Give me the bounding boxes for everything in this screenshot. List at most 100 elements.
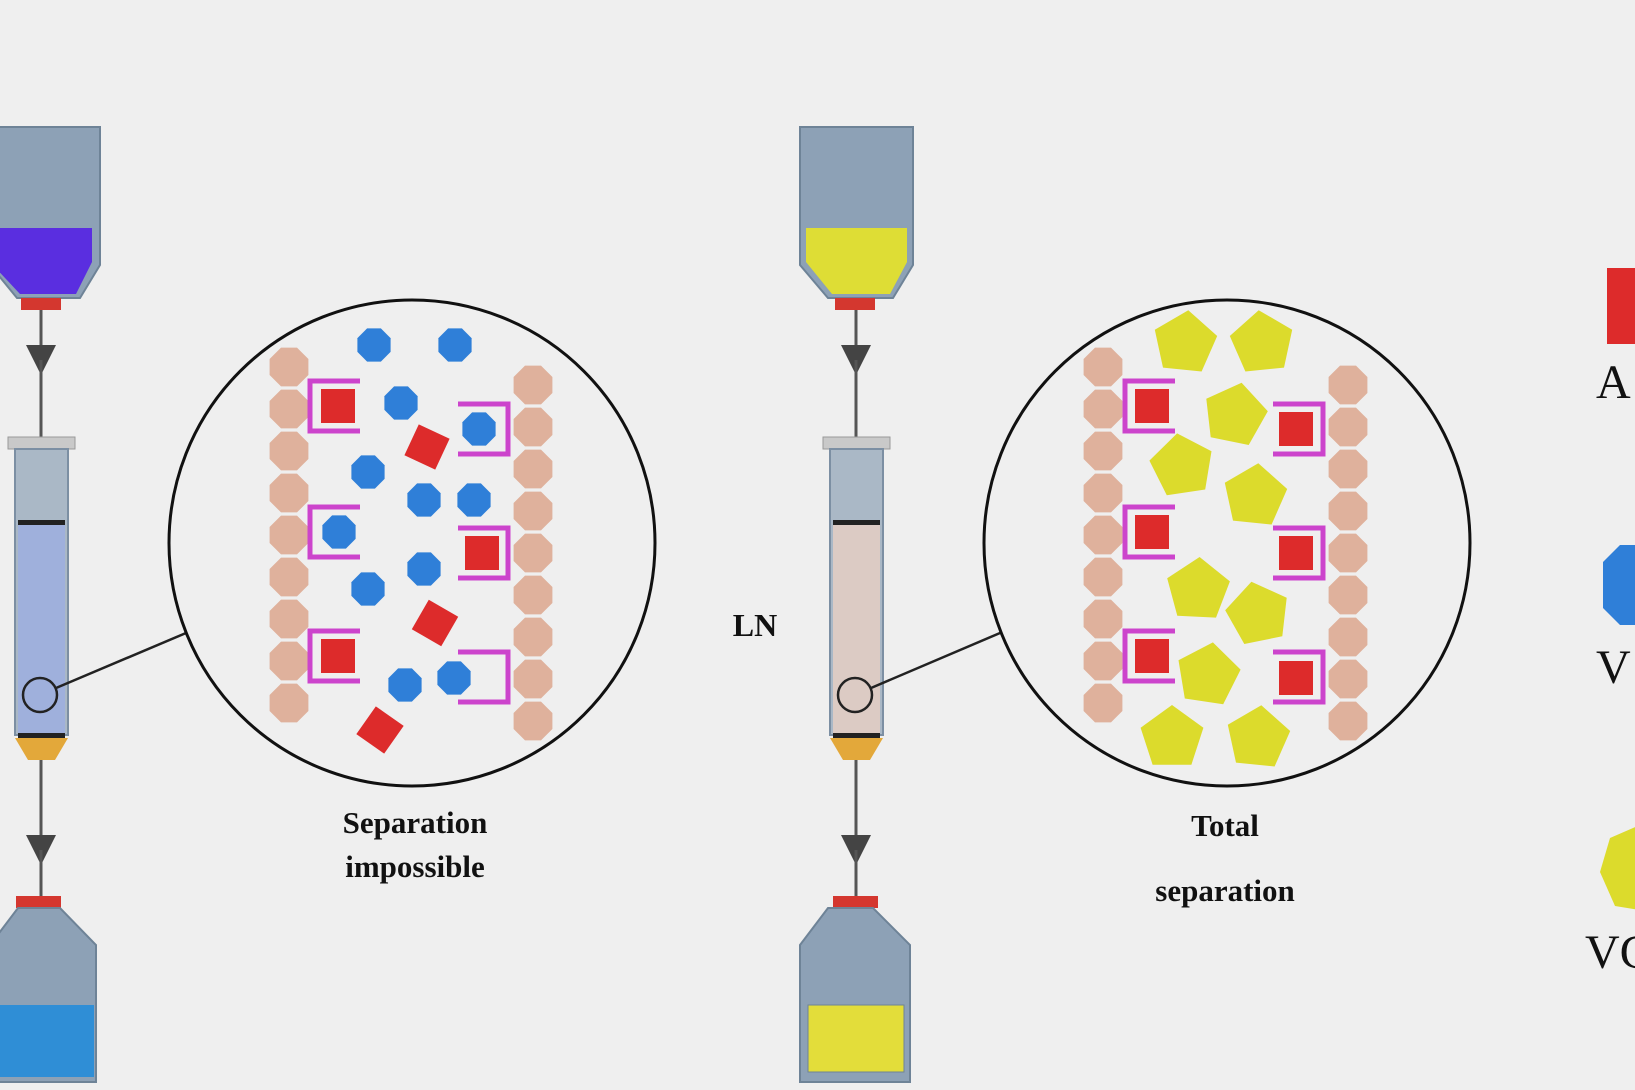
interferent-octagon [437,661,471,695]
interferent-pentagon [1227,705,1291,767]
sorbent-bead [513,533,553,573]
interferent-octagon [462,412,496,446]
interferent-octagon [351,455,385,489]
interferent-octagon [407,483,441,517]
sorbent-bead [269,473,309,513]
red-square-icon [1607,268,1635,344]
sorbent-bead [1083,683,1123,723]
legend-icons [1600,268,1635,910]
sorbent-bead [513,575,553,615]
sorbent-bead [513,659,553,699]
right-bottle-cap [835,298,875,310]
blue-octagon-icon [1603,545,1635,625]
right-eluate-bottle [799,896,911,1083]
left-zoom-connector [55,631,187,690]
sorbent-bead [1328,617,1368,657]
yellow-pentagon-icon [1600,827,1635,910]
sorbent-bead [1083,515,1123,555]
sorbent-bead [1328,365,1368,405]
sorbent-bead [513,407,553,447]
sorbent-bead [269,515,309,555]
right-spe-column [822,436,891,760]
left-cartridge-setup [0,126,657,1083]
right-particles [1122,310,1326,767]
interferent-pentagon [1178,642,1241,705]
sorbent-bead [269,431,309,471]
sorbent-bead [269,599,309,639]
interferent-octagon [407,552,441,586]
right-sample-liquid [806,228,907,294]
analyte-square [1279,412,1313,446]
sorbent-bead [269,683,309,723]
left-spe-column [7,436,76,760]
left-zoom-circle [167,298,657,788]
interferent-pentagon [1206,382,1268,445]
sorbent-bead [513,449,553,489]
right-zoom-origin [836,676,874,714]
interferent-pentagon [1229,310,1293,372]
sorbent-bead [1083,557,1123,597]
sorbent-bead [1083,641,1123,681]
sorbent-bead [1083,389,1123,429]
analyte-square [404,424,450,470]
analyte-square [321,389,355,423]
sorbent-bead [1328,449,1368,489]
left-eluate-bottle [0,896,97,1083]
interferent-pentagon [1225,581,1287,644]
right-zoom-circle [982,298,1472,788]
interferent-octagon [351,572,385,606]
legend-label-v: V [1596,641,1631,694]
receptor-site [1122,504,1175,560]
sorbent-bead [269,389,309,429]
receptor-site [1273,649,1326,705]
interferent-octagon [384,386,418,420]
left-zoom-origin [21,676,59,714]
analyte-square [1135,639,1169,673]
sorbent-bead [269,347,309,387]
sorbent-bead [1328,491,1368,531]
analyte-square [411,599,459,647]
receptor-site [307,378,360,434]
sorbent-bead [1328,407,1368,447]
right-sample-bottle [799,126,914,310]
legend-label-vc: VC [1585,926,1635,979]
receptor-site [458,525,511,581]
sorbent-bead [513,617,553,657]
column-label: LN [732,607,778,643]
right-sorbent-beads [1083,347,1368,741]
sorbent-bead [269,641,309,681]
analyte-square [1279,661,1313,695]
right-zoom-connector [870,631,1001,690]
sorbent-bead [269,557,309,597]
left-eluate-liquid [0,1005,94,1077]
right-cartridge-setup [799,126,1472,1083]
left-column-frit [15,738,68,760]
interferent-octagon [438,328,472,362]
receptor-site [1273,525,1326,581]
left-caption-line1: Separation [342,805,488,840]
sorbent-bead [1328,533,1368,573]
receptor-site [307,504,360,560]
receptor-site [458,649,511,705]
right-caption-line1: Total [1191,808,1259,843]
legend-label-a: A [1596,356,1631,409]
left-particles [307,328,511,754]
right-eluate-liquid [807,1004,905,1073]
analyte-square [356,706,404,754]
analyte-square [1135,389,1169,423]
sorbent-bead [513,491,553,531]
sorbent-bead [1083,599,1123,639]
receptor-site [1122,378,1175,434]
analyte-square [321,639,355,673]
receptor-site [1122,628,1175,684]
interferent-octagon [357,328,391,362]
interferent-pentagon [1149,433,1212,496]
sorbent-bead [1328,659,1368,699]
sorbent-bead [513,701,553,741]
sorbent-bead [1083,347,1123,387]
interferent-octagon [457,483,491,517]
sorbent-bead [1083,431,1123,471]
right-caption-line2: separation [1155,873,1295,908]
sorbent-bead [1328,575,1368,615]
